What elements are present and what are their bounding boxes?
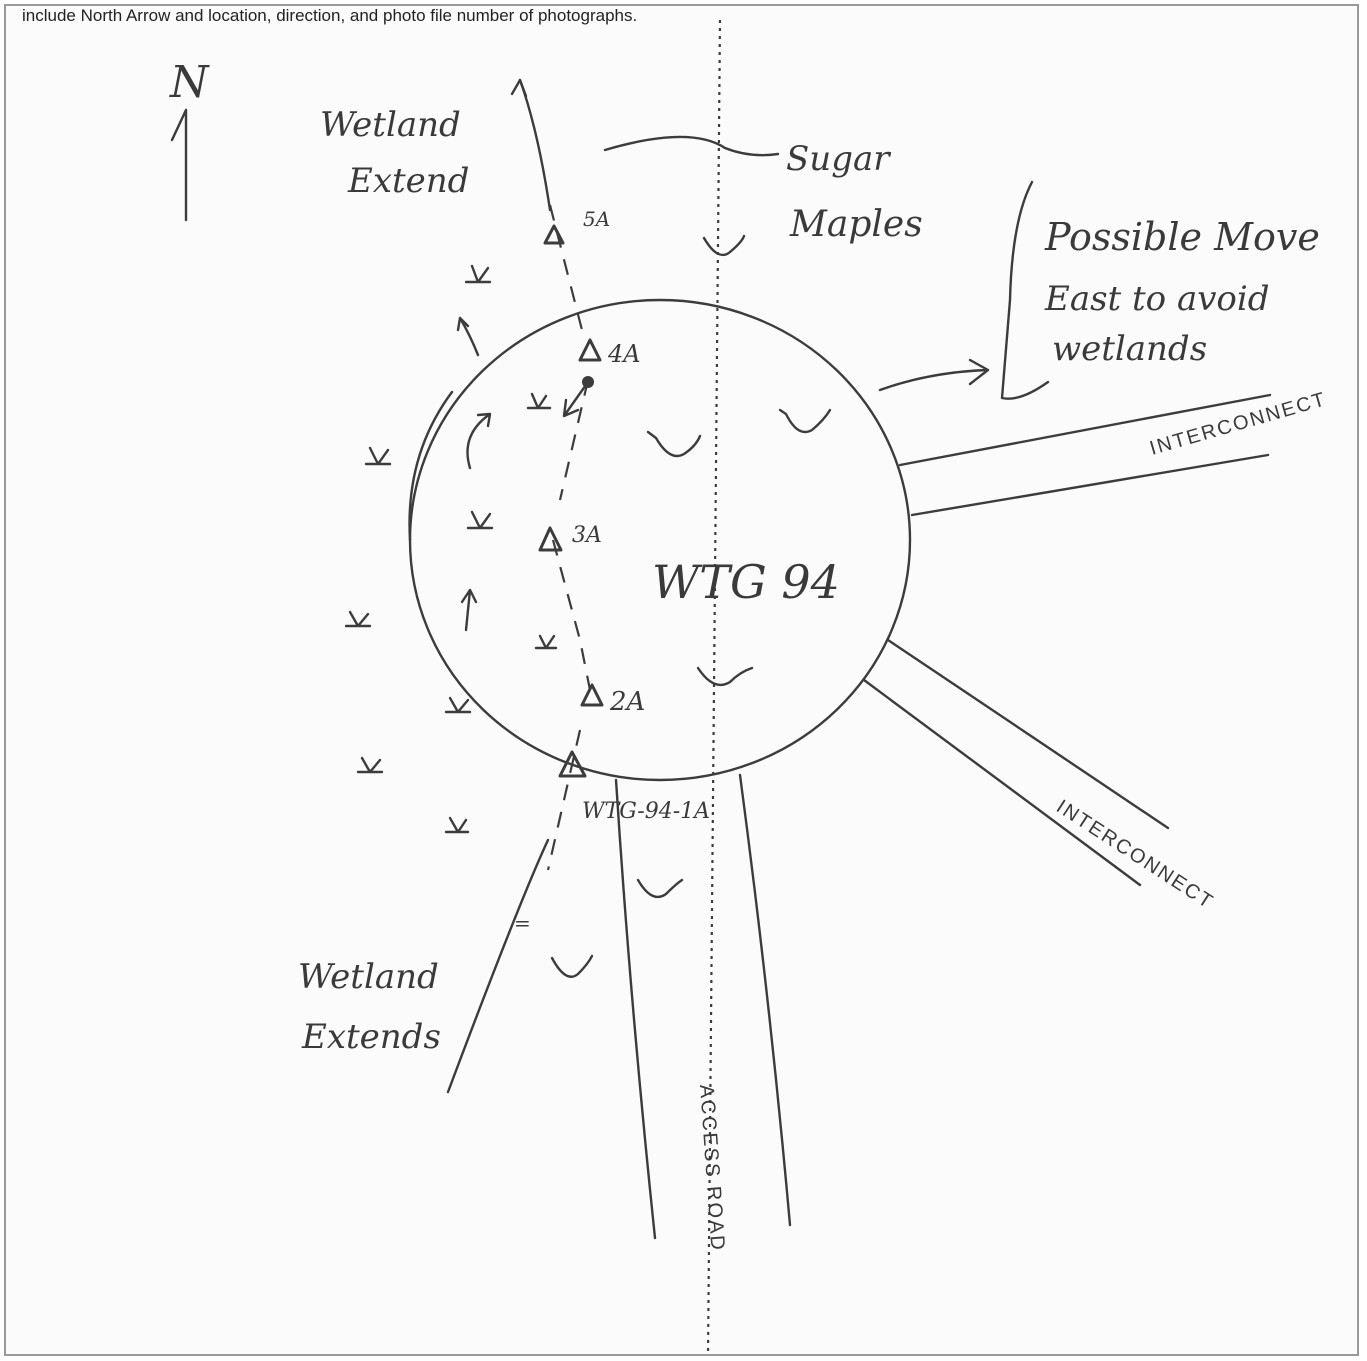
wetland-line-north — [520, 80, 550, 210]
photo-point-5a: 5A — [545, 207, 610, 243]
note-line: Wetland — [320, 105, 461, 145]
possible-move-note: Possible Move East to avoid wetlands — [880, 182, 1320, 399]
note-line: Extend — [347, 161, 469, 201]
interconnect-east-label: INTERCONNECT — [1147, 388, 1329, 460]
photo-point-1a: WTG-94-1A — [560, 752, 710, 824]
photo-point-label: 5A — [583, 207, 610, 231]
upland-symbol-icon — [780, 410, 830, 432]
photo-point-label: 4A — [607, 340, 641, 368]
wetland-symbols — [346, 266, 556, 832]
wetland-extends-south-note: Wetland Extends — [298, 957, 441, 1057]
note-bracket — [1002, 182, 1048, 399]
north-arrow: N — [169, 57, 210, 220]
access-road-label: ACCESS ROAD — [695, 1084, 729, 1253]
up-arrow-icon — [462, 590, 476, 630]
upland-symbol-icon — [648, 432, 700, 456]
note-line: wetlands — [1052, 329, 1207, 369]
wetland-symbol-icon — [446, 698, 470, 712]
sugar-maples-note: Sugar Maples — [605, 137, 923, 245]
note-line: Maples — [789, 204, 923, 245]
photo-point-label: 2A — [609, 687, 645, 717]
up-arrow-icon — [458, 318, 478, 355]
upland-symbol-icon — [698, 668, 752, 685]
upland-symbol-icon — [704, 236, 744, 255]
wetland-extend-north-note: Wetland Extend — [320, 105, 469, 201]
sugar-maples-leader — [605, 137, 778, 155]
photo-point-2a: 2A — [582, 685, 645, 717]
wetland-symbol-icon — [358, 758, 382, 772]
wetland-symbol-icon — [528, 394, 550, 408]
photo-point-3a: 3A — [540, 523, 602, 550]
move-east-arrow-icon — [880, 360, 988, 390]
note-line: East to avoid — [1044, 279, 1270, 319]
interconnect-southeast-label: INTERCONNECT — [1052, 796, 1217, 914]
note-line: Wetland — [298, 957, 439, 997]
photo-point-marker — [540, 528, 561, 550]
upland-symbol-icon — [552, 956, 592, 977]
photo-point-marker — [545, 226, 563, 243]
photo-direction-arrow-icon — [564, 382, 588, 416]
interconnect-east-edge-south — [912, 455, 1268, 515]
wetland-symbol-icon — [468, 512, 492, 528]
wetland-symbol-icon — [366, 448, 390, 464]
photo-point-label: WTG-94-1A — [582, 799, 710, 824]
curved-arrow-icon — [468, 414, 491, 468]
wetland-symbol-icon — [466, 266, 490, 282]
north-arrow-label: N — [169, 57, 210, 108]
wetland-line-south — [448, 840, 548, 1092]
turbine-label: WTG 94 — [652, 555, 840, 609]
access-road-west-edge — [616, 780, 655, 1238]
photo-point-4a: 4A — [580, 340, 641, 368]
note-line: Extends — [301, 1017, 441, 1057]
photo-point-marker — [580, 340, 600, 360]
upland-symbol-icon — [638, 880, 682, 897]
interconnect-southeast-edge-north — [888, 640, 1168, 828]
turbine-pad-circle — [410, 300, 910, 780]
note-line: Possible Move — [1044, 215, 1320, 259]
wetland-symbol-icon — [536, 636, 556, 648]
wetland-line-south-mark: = — [514, 911, 531, 935]
wetland-line-north-arrowhead — [512, 80, 526, 96]
note-line: Sugar — [786, 139, 891, 179]
wetland-symbol-icon — [346, 612, 370, 626]
access-road-east-edge — [740, 775, 790, 1225]
photo-point-marker — [582, 685, 602, 705]
wetland-symbol-icon — [446, 818, 468, 832]
north-arrow-icon — [172, 110, 186, 220]
photo-point-label: 3A — [572, 523, 602, 548]
